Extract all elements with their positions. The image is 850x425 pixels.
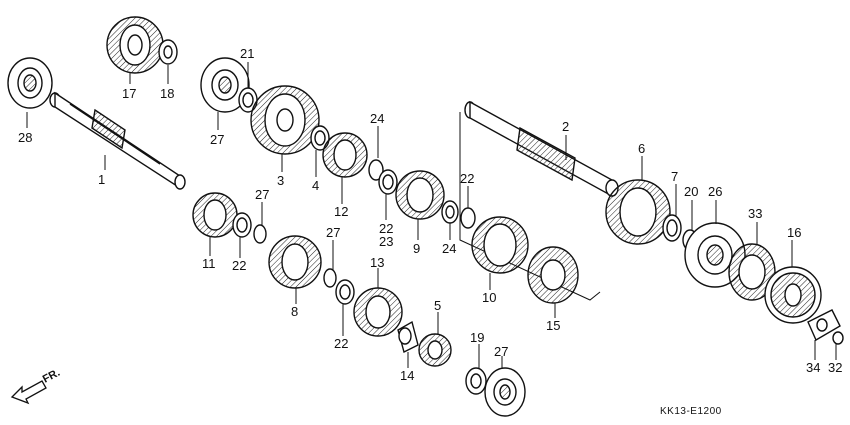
part-label-20: 20	[684, 184, 698, 199]
gear-part-6	[605, 179, 671, 245]
part-label-23: 22	[379, 221, 393, 236]
part-label-13: 13	[370, 255, 384, 270]
gear-part-15	[527, 246, 579, 304]
gear-part-10	[471, 216, 529, 274]
part-label-24-upper: 22	[460, 171, 474, 186]
washer-part-19	[465, 367, 487, 395]
front-arrow-icon	[10, 380, 47, 405]
gear-part-12	[322, 132, 368, 178]
part-number-labels: 28 1 17 18 21 27 3 4 12 24 22 23 9 24 22…	[18, 46, 842, 383]
bearing-part-31	[7, 57, 53, 109]
part-label-26: 24	[370, 111, 384, 126]
part-label-4: 4	[312, 178, 319, 193]
bearing-part-28	[684, 222, 746, 288]
part-label-16: 16	[787, 225, 801, 240]
gear-part-3	[250, 85, 320, 155]
sprocket-part-16	[764, 266, 822, 324]
leader-lines	[26, 62, 837, 368]
part-label-14: 14	[400, 368, 414, 383]
part-label-27-upper: 27	[255, 187, 269, 202]
washer-part-7	[662, 214, 682, 242]
part-label-11: 11	[202, 256, 216, 271]
gear-part-13	[353, 287, 403, 337]
part-label-8: 8	[291, 304, 298, 319]
gear-part-9	[395, 170, 445, 220]
countershaft-part-2	[464, 100, 619, 198]
part-label-10: 10	[482, 290, 496, 305]
washer-part-24b	[460, 207, 476, 229]
bushing-part-22	[232, 212, 252, 238]
part-label-17: 17	[122, 86, 136, 101]
part-label-2: 2	[562, 119, 569, 134]
bushing-part-14	[397, 320, 419, 354]
part-label-6: 6	[638, 141, 645, 156]
part-label-22-lower: 22	[334, 336, 348, 351]
part-label-27-lower: 27	[326, 225, 340, 240]
front-direction-indicator: FR.	[10, 367, 62, 405]
shaft-assembly-bracket	[459, 112, 601, 301]
oil-seal-part-32	[728, 243, 776, 301]
bearing-part-30	[200, 57, 250, 113]
part-label-12: 12	[334, 204, 348, 219]
part-label-9: 9	[413, 241, 420, 256]
part-label-29: 27	[494, 344, 508, 359]
gear-part-5	[418, 333, 452, 367]
part-label-22-upper: 22	[232, 258, 246, 273]
part-label-1: 1	[98, 172, 105, 187]
part-label-33: 32	[828, 360, 842, 375]
snap-ring-part-26	[368, 159, 384, 181]
part-label-28: 26	[708, 184, 722, 199]
front-direction-label: FR.	[41, 367, 62, 386]
part-label-34: 34	[806, 360, 820, 375]
bushing-part-22b	[335, 279, 355, 305]
part-label-32: 33	[748, 206, 762, 221]
part-label-21: 21	[240, 46, 254, 61]
part-label-15: 15	[546, 318, 560, 333]
diagram-code: KK13-E1200	[660, 406, 722, 417]
bolt-part-33	[832, 331, 844, 345]
part-label-25: 24	[442, 241, 456, 256]
fixing-plate-part-34	[807, 309, 841, 341]
snap-ring-part-27	[253, 224, 267, 244]
mainshaft-part-1	[49, 91, 186, 190]
part-label-31: 28	[18, 130, 32, 145]
gear-part-17	[106, 16, 164, 74]
part-label-19: 19	[470, 330, 484, 345]
part-label-3: 3	[277, 173, 284, 188]
washer-part-25	[441, 200, 459, 224]
snap-ring-part-27b	[323, 268, 337, 288]
part-label-30: 27	[210, 132, 224, 147]
gear-part-8	[268, 235, 322, 289]
washer-part-23-24	[378, 169, 398, 195]
part-label-18: 18	[160, 86, 174, 101]
part-label-5: 5	[434, 298, 441, 313]
bearing-part-29	[484, 367, 526, 417]
bushing-part-4	[310, 125, 330, 151]
part-label-7: 7	[671, 169, 678, 184]
gear-part-11	[192, 192, 238, 238]
washer-part-18	[158, 39, 178, 65]
part-label-24-lower: 23	[379, 234, 393, 249]
